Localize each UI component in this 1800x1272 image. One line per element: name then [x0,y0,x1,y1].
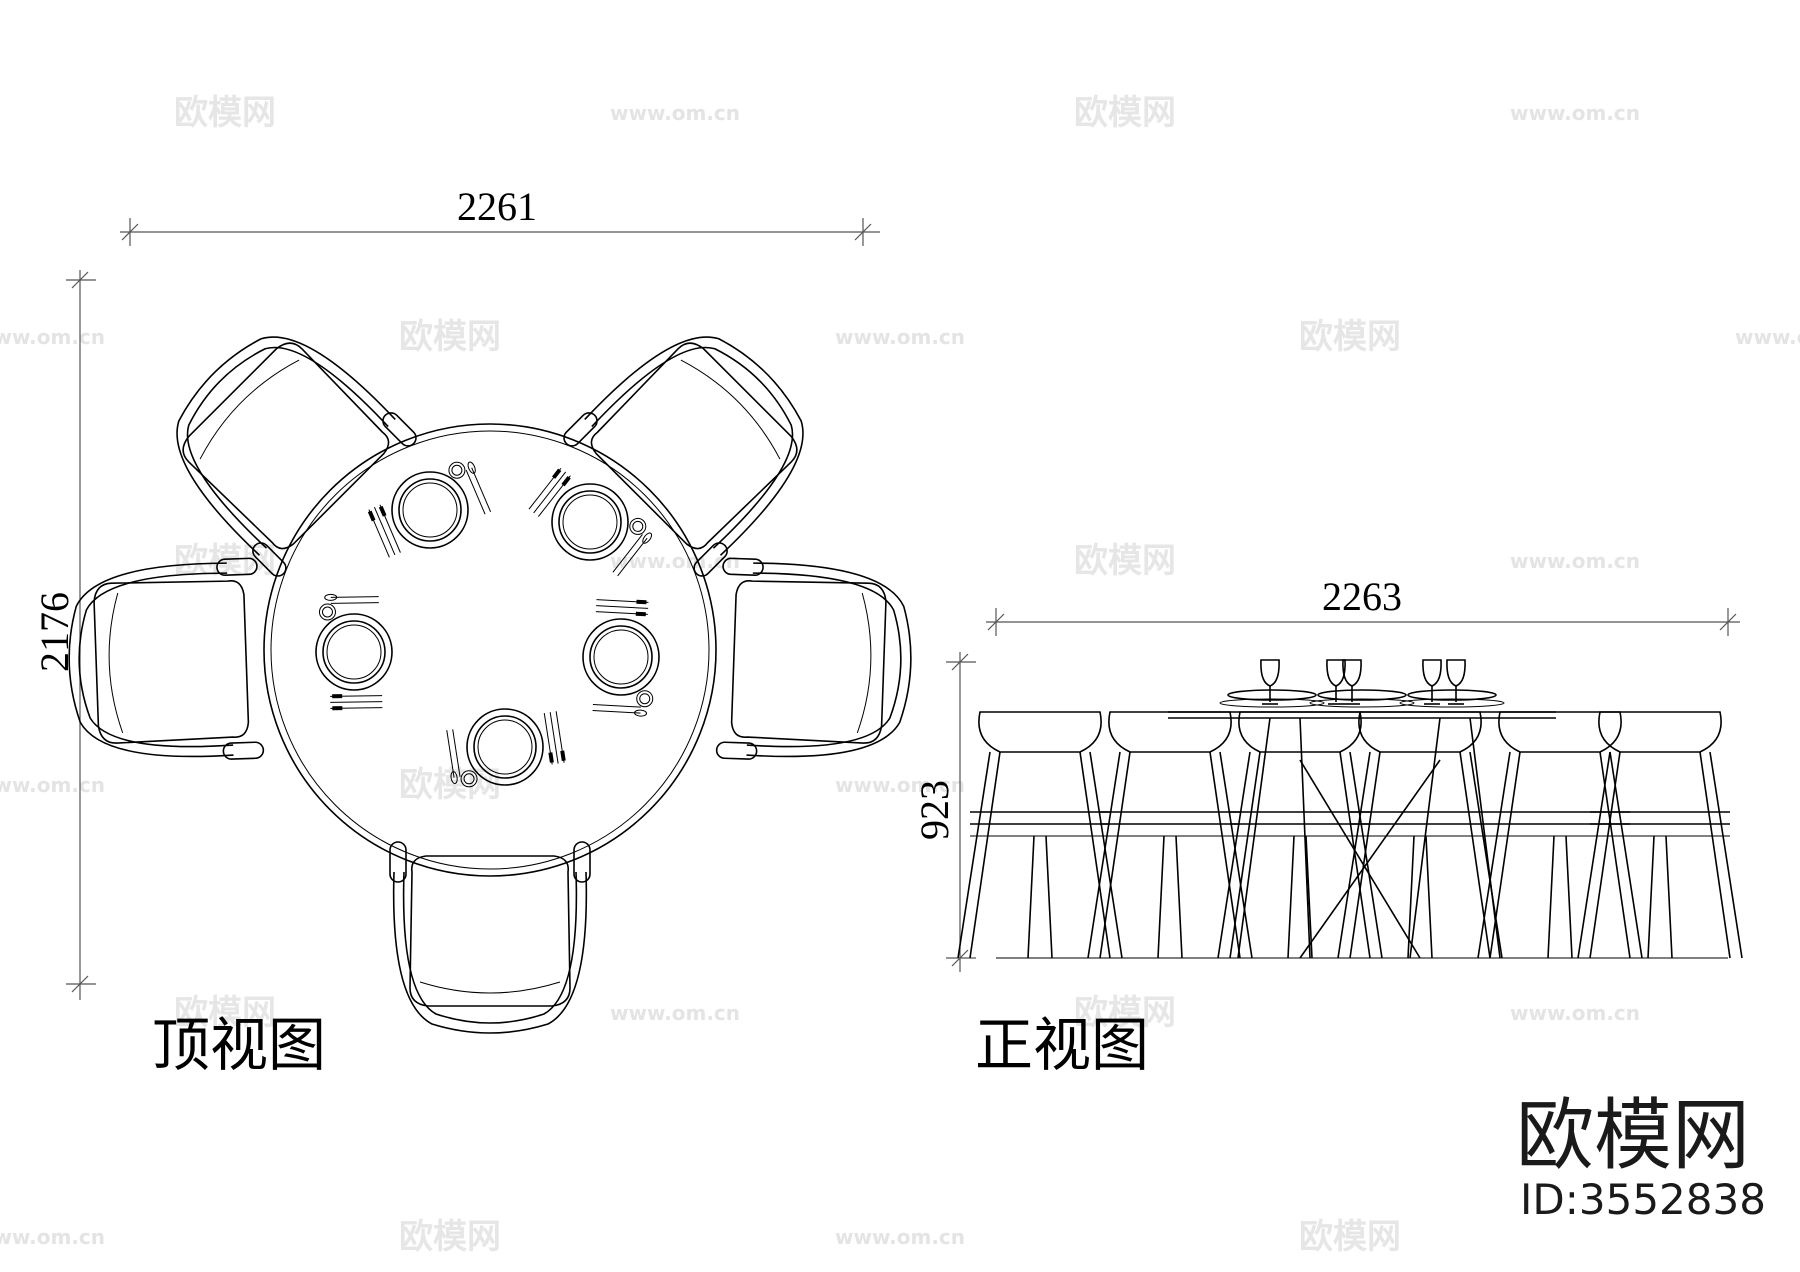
watermark-url: www.om.cn [1510,549,1640,573]
chair-front [1337,711,1503,959]
place-setting [582,599,660,717]
wine-glass [1326,659,1346,705]
chair-front [1477,711,1643,959]
place-setting [446,708,566,788]
tableware-front [1309,689,1415,708]
watermark-logo: 欧模网 [399,765,501,805]
wine-glass [1260,659,1280,705]
place-setting [528,467,653,577]
front-view: 2263 923 正视图 [912,574,1743,1079]
chair-top [563,336,804,577]
watermark-url: www.om.cn [610,549,740,573]
watermark-logo: 欧模网 [399,317,501,357]
front-width-dimension: 2263 [986,574,1740,636]
chair-top [715,557,912,760]
top-height-dimension: 2176 [32,270,96,1000]
watermark-url: www.om.cn [0,1225,105,1249]
chair-top [176,336,417,577]
tableware-front [1399,689,1505,708]
watermark-url: www.om.cn [835,1225,965,1249]
watermark-url: www.om.cn [1510,101,1640,125]
watermark-url: www.om.cn [610,101,740,125]
tableware-front [1219,689,1325,708]
chair-top [68,557,265,760]
place-settings [315,461,660,788]
top-view-title: 顶视图 [152,1011,326,1079]
wine-glass [1342,659,1362,705]
front-elevation [957,659,1743,959]
watermark-logo: 欧模网 [1074,993,1176,1033]
front-height-dimension: 923 [912,652,976,972]
watermark-url: www.om.cn [835,325,965,349]
brand-id: ID:3552838 [1520,1175,1766,1224]
top-chairs [68,336,912,1034]
watermark-logo: 欧模网 [1074,93,1176,133]
chair-front [1217,711,1383,959]
top-width-label: 2261 [457,184,537,229]
front-view-title: 正视图 [975,1011,1149,1079]
watermark-logo: 欧模网 [174,993,276,1033]
watermark-url: www.om.cn [0,325,105,349]
chair-top [389,841,591,1034]
watermark-logo: 欧模网 [1074,541,1176,581]
chair-front [1087,711,1253,959]
watermark-layer: 欧模网欧模网欧模网欧模网欧模网欧模网欧模网欧模网欧模网欧模网欧模网www.om.… [0,93,1800,1257]
watermark-logo: 欧模网 [1299,317,1401,357]
top-width-dimension: 2261 [120,184,880,246]
watermark-url: www.om.cn [610,1001,740,1025]
watermark-logo: 欧模网 [1299,1217,1401,1257]
front-height-label: 923 [912,780,957,840]
place-setting [367,461,492,558]
chair-front [957,711,1123,959]
place-setting [315,593,393,711]
chair-front [1577,711,1743,959]
front-width-label: 2263 [1322,574,1402,619]
brand-block: 欧模网 ID:3552838 [1516,1091,1766,1224]
top-view: 2261 2176 顶视图 [32,184,912,1079]
watermark-logo: 欧模网 [174,93,276,133]
watermark-url: www.om.cn [835,773,965,797]
round-table [263,423,717,877]
watermark-url: www.om.cn [0,773,105,797]
wine-glass [1446,659,1466,705]
wine-glass [1422,659,1442,705]
watermark-logo: 欧模网 [399,1217,501,1257]
brand-logo-text: 欧模网 [1516,1091,1750,1181]
watermark-url: www.om.cn [1510,1001,1640,1025]
watermark-url: www.om.cn [1735,325,1800,349]
